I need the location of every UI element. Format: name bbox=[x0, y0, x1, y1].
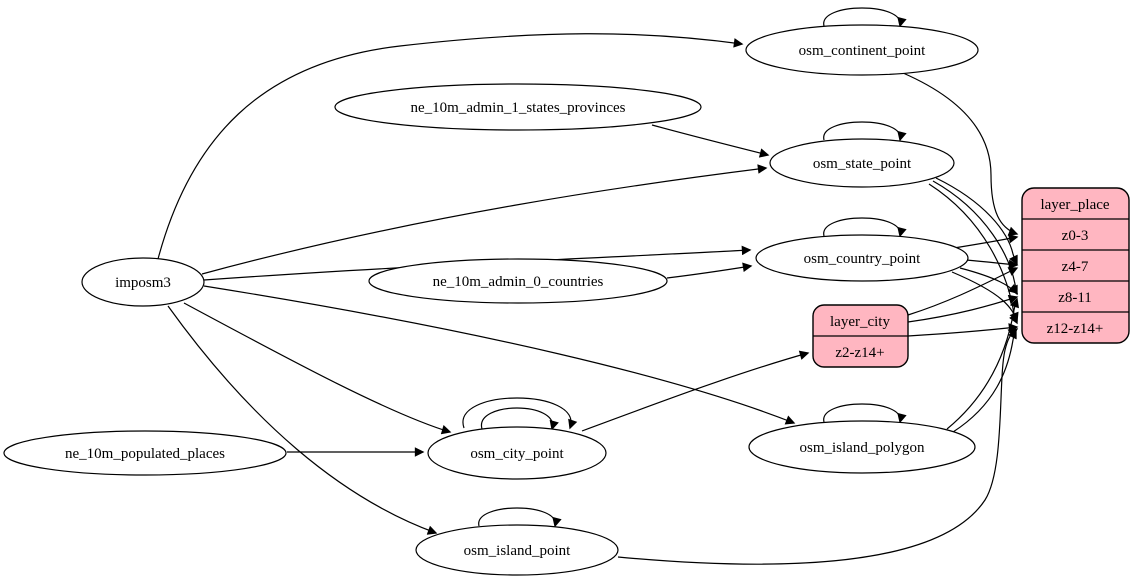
edge-osm_country_point-to-layer_place-z12-z14 bbox=[951, 271, 1019, 323]
edge-imposm3-to-osm_city_point bbox=[183, 302, 452, 435]
record-layer_place: layer_place z0-3 z4-7 z8-11 z12-z14+ bbox=[1021, 187, 1130, 344]
selfloop-osm_state_point bbox=[823, 121, 907, 142]
edge-ne_10m_admin_1_states_provinces-to-osm_state_point bbox=[651, 124, 770, 158]
node-imposm3: imposm3 bbox=[81, 257, 205, 307]
node-osm_island_polygon: osm_island_polygon bbox=[748, 420, 976, 474]
selfloop-osm_continent_point bbox=[823, 7, 907, 28]
node-ne_10m_admin_1_states_provinces-label: ne_10m_admin_1_states_provinces bbox=[411, 100, 626, 116]
edge-osm_continent_point-to-layer_place-z0-3 bbox=[902, 72, 1019, 236]
node-osm_city_point-label: osm_city_point bbox=[470, 446, 564, 462]
node-ne_10m_admin_0_countries: ne_10m_admin_0_countries bbox=[368, 258, 668, 304]
edge-layer_city-to-layer_place-z8-11 bbox=[907, 294, 1019, 323]
node-ne_10m_populated_places-shape bbox=[3, 430, 287, 476]
node-osm_continent_point: osm_continent_point bbox=[745, 24, 979, 76]
selfloop-osm_island_polygon bbox=[823, 403, 907, 424]
node-osm_city_point-shape bbox=[427, 426, 607, 480]
edges bbox=[157, 7, 1019, 565]
record-layer_city: layer_city z2-z14+ bbox=[812, 304, 909, 368]
node-osm_continent_point-label: osm_continent_point bbox=[799, 43, 926, 59]
record-layer_place-row-z0-3: z0-3 bbox=[1062, 228, 1089, 244]
record-layer_place-row-z8-11: z8-11 bbox=[1058, 290, 1092, 306]
node-osm_country_point-shape bbox=[755, 234, 969, 282]
edge-imposm3-to-osm_state_point bbox=[201, 164, 768, 275]
edge-osm_state_point-to-layer_place-z4-7 bbox=[935, 177, 1018, 266]
node-osm_island_point-shape bbox=[415, 524, 619, 576]
edge-osm_city_point-to-layer_city-z2-z14 bbox=[581, 350, 810, 432]
node-osm_state_point-shape bbox=[769, 138, 955, 188]
edge-ne_10m_admin_0_countries-to-osm_country_point bbox=[666, 262, 753, 279]
node-osm_state_point: osm_state_point bbox=[769, 138, 955, 188]
node-osm_island_point-label: osm_island_point bbox=[464, 543, 572, 559]
node-osm_country_point: osm_country_point bbox=[755, 234, 969, 282]
node-ne_10m_admin_0_countries-shape bbox=[368, 258, 668, 304]
selfloop-osm_country_point bbox=[823, 217, 907, 238]
record-layer_place-title: layer_place bbox=[1040, 197, 1109, 213]
node-osm_island_polygon-shape bbox=[748, 420, 976, 474]
edge-imposm3-to-osm_island_polygon bbox=[203, 285, 796, 425]
node-ne_10m_admin_1_states_provinces-shape bbox=[334, 83, 702, 131]
edge-osm_island_point-to-layer_place-z12-z14 bbox=[617, 328, 1019, 565]
node-ne_10m_admin_0_countries-label: ne_10m_admin_0_countries bbox=[433, 274, 604, 290]
edge-osm_country_point-to-layer_place-z0-3 bbox=[953, 233, 1019, 249]
node-imposm3-label: imposm3 bbox=[115, 275, 171, 291]
node-ne_10m_admin_1_states_provinces: ne_10m_admin_1_states_provinces bbox=[334, 83, 702, 131]
node-osm_city_point: osm_city_point bbox=[427, 426, 607, 480]
record-layer_place-row-z12-z14: z12-z14+ bbox=[1047, 321, 1104, 337]
record-layer_city-title: layer_city bbox=[830, 314, 890, 330]
node-osm_continent_point-shape bbox=[745, 24, 979, 76]
node-osm_country_point-label: osm_country_point bbox=[804, 251, 921, 267]
node-ne_10m_populated_places: ne_10m_populated_places bbox=[3, 430, 287, 476]
edge-imposm3-to-osm_continent_point bbox=[157, 33, 744, 260]
record-layer_place-box bbox=[1021, 187, 1130, 344]
node-ne_10m_populated_places-label: ne_10m_populated_places bbox=[65, 446, 225, 462]
node-osm_island_polygon-label: osm_island_polygon bbox=[799, 440, 925, 456]
node-imposm3-shape bbox=[81, 257, 205, 307]
selfloop-osm_city_point-inner bbox=[481, 407, 559, 431]
edge-imposm3-to-osm_island_point bbox=[167, 305, 438, 535]
edge-layer_city-to-layer_place-z12-z14 bbox=[907, 323, 1019, 337]
selfloop-osm_island_point bbox=[478, 507, 562, 528]
edge-osm_state_point-to-layer_place-z12-z14 bbox=[928, 183, 1018, 325]
node-osm_island_point: osm_island_point bbox=[415, 524, 619, 576]
edge-osm_state_point-to-layer_place-z8-11 bbox=[932, 180, 1018, 296]
selfloop-osm_city_point-outer bbox=[462, 397, 578, 430]
edge-osm_island_polygon-to-layer_place-z8-11 bbox=[946, 297, 1019, 430]
record-layer_city-row-z2-z14: z2-z14+ bbox=[835, 345, 884, 361]
edge-layer_city-to-layer_place-z4-7 bbox=[907, 267, 1019, 316]
record-layer_place-row-z4-7: z4-7 bbox=[1062, 259, 1089, 275]
node-osm_state_point-label: osm_state_point bbox=[813, 156, 912, 172]
